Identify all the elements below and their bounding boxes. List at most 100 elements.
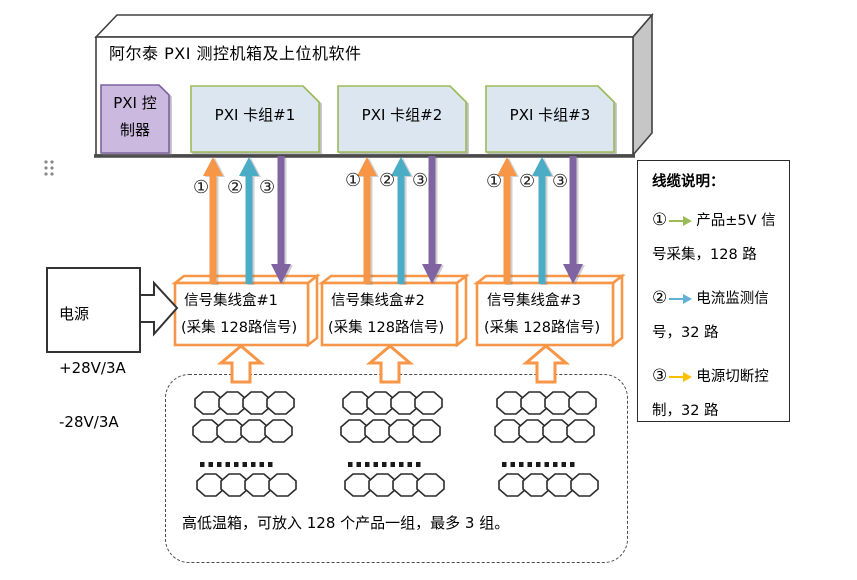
power-line-1: 电源 [59,305,90,323]
product-octagon-c1 [194,391,223,415]
cable-number-3-group-2: ③ [412,170,429,191]
cable-arrow-current-2 [391,157,411,284]
ellipsis-dots-c2 [382,462,387,467]
ellipsis-dots-c3 [519,462,524,467]
hub-2-title: 信号集线盒#2 [331,293,425,309]
generated-shapes [192,156,599,497]
product-octagon-c1 [196,473,225,497]
product-octagon-c3 [542,419,571,443]
cable-arrow-current-1 [239,157,259,284]
power-line-2: +28V/3A [59,359,126,377]
ellipsis-dots-c2 [356,462,361,467]
cable-arrow-signal-1 [203,157,223,284]
legend-arrow-icon-2 [669,294,693,304]
ellipsis-dots-c3 [536,462,541,467]
product-octagon-c2 [344,473,373,497]
cable-number-3-group-1: ③ [259,177,276,198]
legend-text-2: 电流监测信号，32 路 [652,291,769,341]
cable-number-1-group-3: ① [486,171,503,192]
hub-2-side-face [455,273,468,348]
legend-text-3: 电源切断控制，32 路 [652,369,769,419]
hub-2-front-face [320,281,459,347]
ellipsis-dots-c1 [259,462,264,467]
cable-arrow-cutoff-3 [563,156,583,284]
pxi-card-group-3-box [485,85,615,153]
ellipsis-dots-c2 [407,462,412,467]
ellipsis-dots-c3 [544,462,549,467]
ellipsis-dots-c3 [527,462,532,467]
power-supply-label: 电源 +28V/3A -28V/3A [59,274,126,463]
ellipsis-dots-c2 [365,462,370,467]
chassis-right-face [632,12,653,158]
cable-number-1-group-1: ① [193,177,210,198]
pxi-controller-box [100,84,170,154]
hub-3-front-face [475,281,615,347]
product-octagon-c2 [364,419,393,443]
chamber-feed-arrow-3 [521,344,571,384]
product-octagon-c3 [518,419,547,443]
legend-text-1: 产品±5V 信号采集，128 路 [652,213,776,263]
cable-arrow-cutoff-1 [271,156,291,284]
ellipsis-dots-c2 [399,462,404,467]
ellipsis-dots-c1 [225,462,230,467]
ellipsis-dots-c2 [416,462,421,467]
hub-1-subtitle: (采集 128路信号) [181,320,298,336]
cable-number-2-group-3: ② [519,171,536,192]
anchor-dots-icon [44,160,54,176]
ellipsis-dots-c1 [242,462,247,467]
product-octagon-c2 [368,473,397,497]
legend-num-1: ① [652,210,668,230]
pxi-controller-label-line2: 制器 [119,121,150,139]
hub-3-side-face [611,273,624,348]
ellipsis-dots-c1 [217,462,222,467]
product-octagon-c3 [496,391,525,415]
chassis-top-face [94,14,654,38]
ellipsis-dots-c2 [373,462,378,467]
pxi-card-group-2-label: PXI 卡组#2 [361,106,443,124]
cable-arrow-current-3 [532,157,552,284]
product-octagon-c1 [218,391,247,415]
hub-3-title: 信号集线盒#3 [487,293,581,309]
cable-number-2-group-2: ② [379,170,396,191]
ellipsis-dots-c1 [251,462,256,467]
chamber-feed-arrow-2 [365,344,415,384]
product-octagon-c1 [242,391,271,415]
ellipsis-dots-c3 [502,462,507,467]
hub-1-front-face [173,281,310,347]
cable-arrow-cutoff-2 [422,156,442,284]
cable-number-1-group-2: ① [345,170,362,191]
pxi-controller-label-line1: PXI 控 [113,94,157,112]
legend-arrow-icon-1 [669,216,693,226]
hub-3-subtitle: (采集 128路信号) [484,320,601,336]
power-connector-arrow [139,280,179,337]
product-octagon-c2 [366,391,395,415]
product-octagon-c3 [568,391,597,415]
product-octagon-c3 [570,473,599,497]
ellipsis-dots-c2 [390,462,395,467]
product-octagon-c2 [414,391,443,415]
legend-num-2: ② [652,288,668,308]
product-octagon-c1 [192,419,221,443]
ellipsis-dots-c3 [510,462,515,467]
ellipsis-dots-c3 [553,462,558,467]
product-octagon-c3 [544,391,573,415]
pxi-card-group-3-label: PXI 卡组#3 [509,106,591,124]
legend-arrow-icon-3 [669,372,693,382]
ellipsis-dots-c1 [268,462,273,467]
product-octagon-c2 [342,391,371,415]
cable-arrow-signal-2 [357,157,377,284]
hub-1-title: 信号集线盒#1 [184,293,278,309]
cable-number-3-group-3: ③ [552,171,569,192]
power-supply-box [46,267,141,353]
product-octagon-c2 [416,473,445,497]
product-octagon-c3 [566,419,595,443]
power-line-3: -28V/3A [59,413,119,431]
product-octagon-c3 [522,473,551,497]
hub-2-subtitle: (采集 128路信号) [328,320,445,336]
product-octagon-c1 [216,419,245,443]
